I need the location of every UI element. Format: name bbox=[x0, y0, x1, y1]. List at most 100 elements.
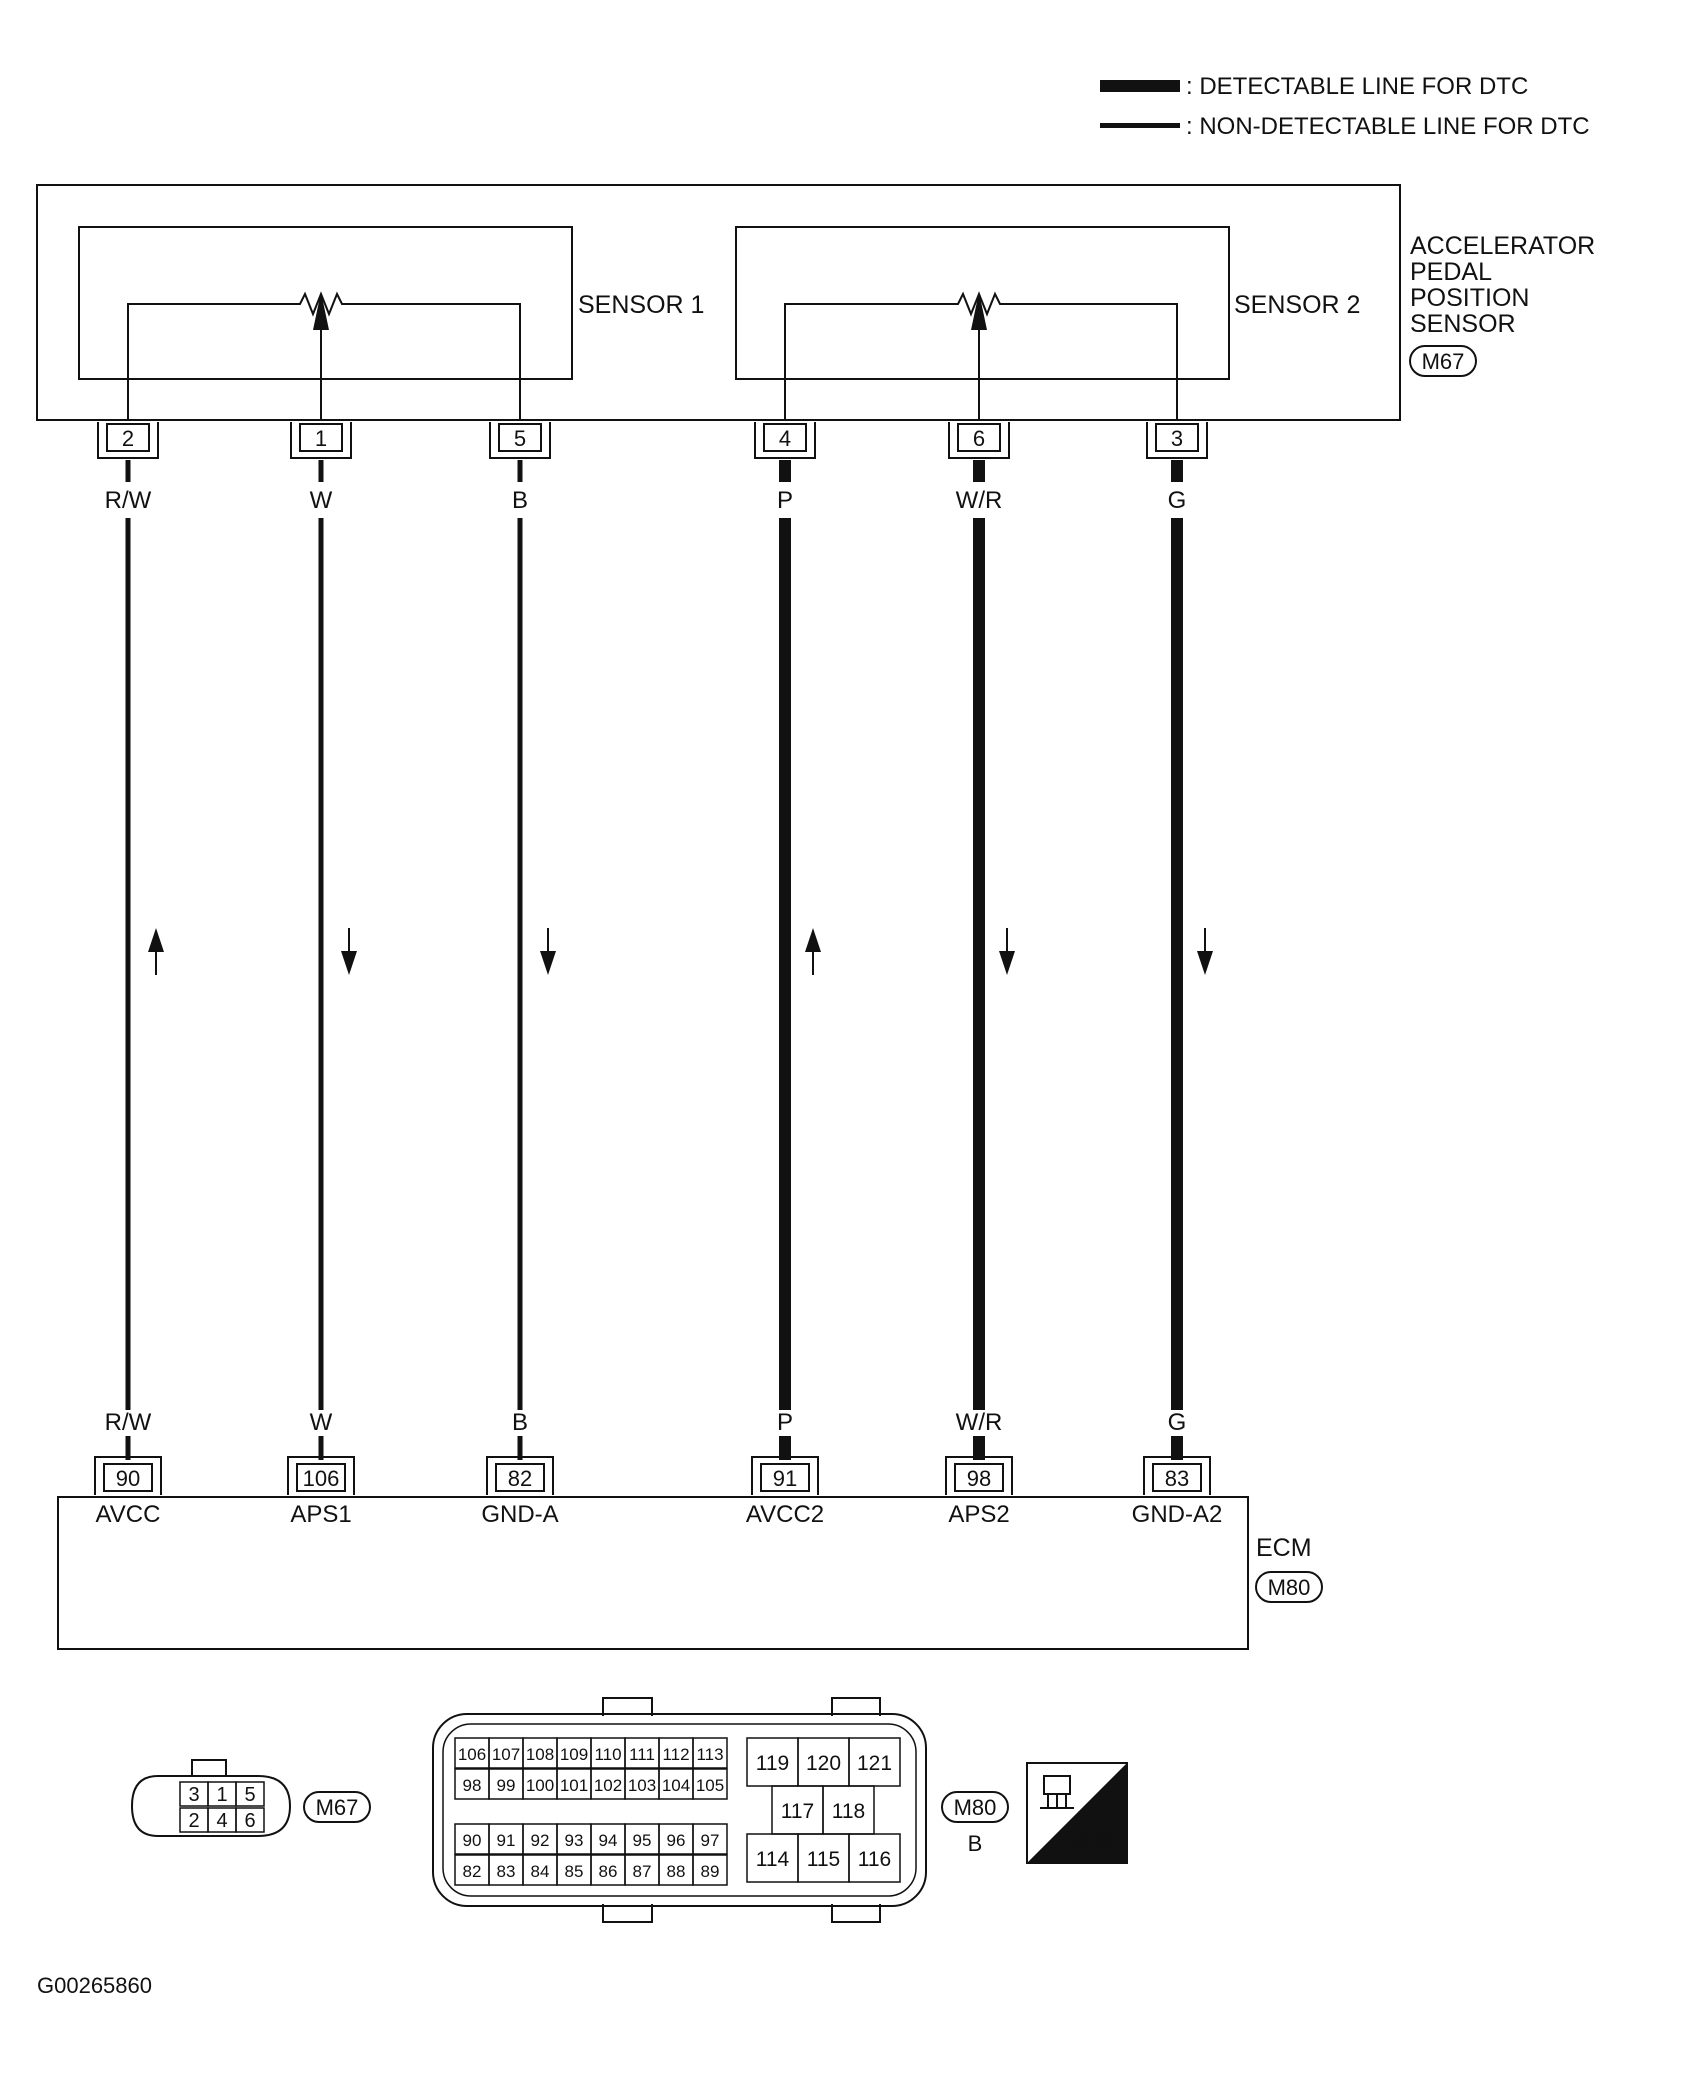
m80-pin-number: 104 bbox=[662, 1776, 690, 1795]
m80-pin-number: 97 bbox=[701, 1831, 720, 1850]
sensor-pin-bracket bbox=[948, 422, 1010, 459]
m80-pin-number: 105 bbox=[696, 1776, 724, 1795]
m80-pin-number: 101 bbox=[560, 1776, 588, 1795]
ecm-pin-number: 106 bbox=[303, 1466, 340, 1491]
sensor-pin-number: 5 bbox=[514, 426, 526, 451]
m80-label-badge bbox=[941, 1791, 1009, 1823]
ecm-terminal-label: AVCC bbox=[96, 1501, 161, 1528]
m80-top-tab-left bbox=[602, 1697, 653, 1716]
m80-pin-number: 87 bbox=[633, 1862, 652, 1881]
m80-label: M80 bbox=[954, 1795, 997, 1820]
m80-pin-number: 119 bbox=[756, 1752, 789, 1775]
figure-id: G00265860 bbox=[37, 1973, 152, 1998]
direction-arrow-up-icon bbox=[148, 928, 164, 952]
m67-label-badge bbox=[303, 1791, 371, 1823]
ecm-pin-number: 83 bbox=[1165, 1466, 1189, 1491]
hs-badge-fill bbox=[1027, 1763, 1127, 1863]
legend-thin-swatch bbox=[1100, 123, 1180, 128]
ecm-connector-label: M80 bbox=[1268, 1575, 1311, 1600]
sensor-pin-box bbox=[299, 423, 343, 452]
m80-pin-cell bbox=[692, 1823, 728, 1855]
m80-housing-outer bbox=[432, 1713, 927, 1907]
legend: : DETECTABLE LINE FOR DTC : NON-DETECTAB… bbox=[1100, 73, 1590, 140]
legend-non-detectable-label: : NON-DETECTABLE LINE FOR DTC bbox=[1186, 113, 1590, 140]
wire-color-top: R/W bbox=[105, 487, 152, 514]
ecm-pin-bracket bbox=[751, 1456, 819, 1495]
m67-pin-number: 1 bbox=[216, 1784, 227, 1806]
m80-pin-number: 93 bbox=[565, 1831, 584, 1850]
direction-arrow-down-icon bbox=[1197, 951, 1213, 975]
sensor-pin-box bbox=[498, 423, 542, 452]
ecm-pin-box bbox=[760, 1463, 810, 1492]
wire-color-top: B bbox=[512, 487, 528, 514]
sensor-pin-bracket bbox=[489, 422, 551, 459]
sensor-pin-number: 1 bbox=[315, 426, 327, 451]
m67-pin-number: 6 bbox=[244, 1810, 255, 1832]
m80-sublabel: B bbox=[968, 1831, 983, 1856]
m67-pin-number: 2 bbox=[188, 1810, 199, 1832]
ecm-box bbox=[57, 1496, 1249, 1650]
m67-pin-number: 4 bbox=[216, 1810, 227, 1832]
ecm-pin-box bbox=[954, 1463, 1004, 1492]
wire-color-top: G bbox=[1168, 487, 1187, 514]
legend-detectable-label: : DETECTABLE LINE FOR DTC bbox=[1186, 73, 1528, 100]
sensor-2-box bbox=[735, 226, 1230, 380]
sensor-connector-badge bbox=[1409, 345, 1477, 377]
m80-pin-number: 117 bbox=[781, 1800, 814, 1823]
sensor-unit-name-line-2: PEDAL bbox=[1410, 258, 1492, 286]
sensor-2-potentiometer bbox=[784, 291, 1178, 420]
direction-arrow-down-icon bbox=[540, 951, 556, 975]
hs-badge-text: H.S. bbox=[1067, 1825, 1121, 1856]
m80-pin-number: 90 bbox=[463, 1831, 482, 1850]
connector-icon bbox=[1040, 1775, 1074, 1809]
sensor-pin-number: 4 bbox=[779, 426, 791, 451]
sensor-pin-number: 6 bbox=[973, 426, 985, 451]
ecm: ECM M80 bbox=[57, 1496, 1323, 1650]
m80-pin-number: 110 bbox=[594, 1745, 621, 1764]
m80-pin-number: 102 bbox=[594, 1776, 622, 1795]
m80-pin-number: 112 bbox=[662, 1745, 689, 1764]
m80-pin-number: 84 bbox=[531, 1862, 550, 1881]
sensor-1-box bbox=[78, 226, 573, 380]
sensor-pin-box bbox=[763, 423, 807, 452]
ecm-pin-number: 91 bbox=[773, 1466, 797, 1491]
wire-color-bottom: R/W bbox=[105, 1409, 152, 1436]
m67-pin-cell bbox=[235, 1807, 265, 1833]
ecm-pin-box bbox=[1152, 1463, 1202, 1492]
m67-tab bbox=[191, 1759, 227, 1777]
ecm-terminal-label: GND-A bbox=[481, 1501, 558, 1528]
sensor-connector-label: M67 bbox=[1422, 349, 1465, 374]
m80-pin-number: 83 bbox=[497, 1862, 516, 1881]
sensor-unit-box bbox=[36, 184, 1401, 421]
sensor-2-label: SENSOR 2 bbox=[1234, 291, 1360, 319]
ecm-terminal-label: GND-A2 bbox=[1132, 1501, 1223, 1528]
ecm-pin-box bbox=[296, 1463, 346, 1492]
m80-pin-number: 121 bbox=[857, 1752, 892, 1775]
m67-pin-number: 3 bbox=[188, 1784, 199, 1806]
wires: 2R/WR/W90AVCC1WW106APS15BB82GND-A4PP91AV… bbox=[94, 422, 1223, 1528]
sensor-pin-box bbox=[106, 423, 150, 452]
m80-pin-number: 107 bbox=[492, 1745, 520, 1764]
m80-pin-number: 100 bbox=[526, 1776, 554, 1795]
m80-pin-number: 120 bbox=[806, 1752, 841, 1775]
m80-pin-number: 88 bbox=[667, 1862, 686, 1881]
ecm-pin-box bbox=[103, 1463, 153, 1492]
ecm-pin-box bbox=[495, 1463, 545, 1492]
ecm-label: ECM bbox=[1256, 1534, 1312, 1562]
ecm-pin-number: 98 bbox=[967, 1466, 991, 1491]
wire-color-top: W bbox=[310, 487, 333, 514]
direction-arrow-up-icon bbox=[805, 928, 821, 952]
ecm-pin-number: 82 bbox=[508, 1466, 532, 1491]
m80-top-tab-right bbox=[831, 1697, 881, 1716]
m80-bottom-tab-right bbox=[831, 1904, 881, 1923]
m80-pin-number: 89 bbox=[701, 1862, 720, 1881]
ecm-terminal-label: APS2 bbox=[948, 1501, 1009, 1528]
sensor-unit-name-line-3: POSITION bbox=[1410, 284, 1529, 312]
m80-pin-number: 103 bbox=[628, 1776, 656, 1795]
